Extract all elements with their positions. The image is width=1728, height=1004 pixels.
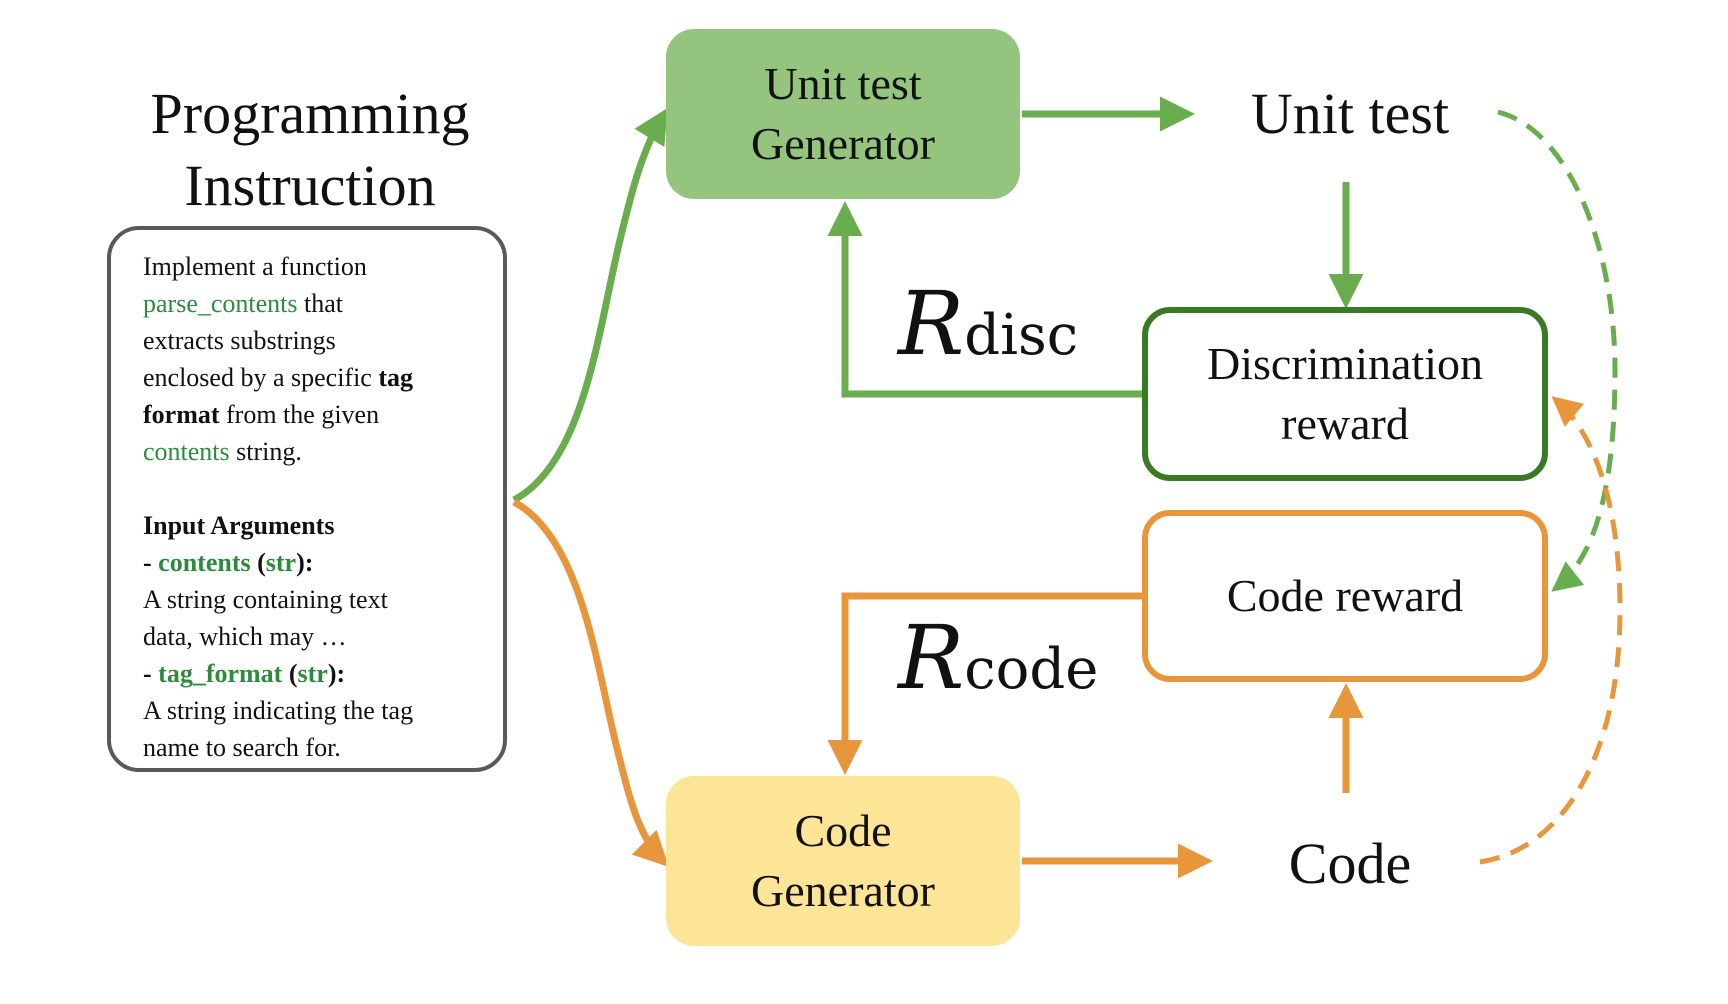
r-code-label: Rcode: [898, 606, 1098, 709]
argument-paren: (: [250, 548, 266, 577]
r-code-symbol: R: [898, 606, 965, 709]
unit-test-label: Unit test: [1250, 81, 1450, 146]
code-generator-line2: Generator: [751, 865, 935, 916]
arrow-instruction-to-unit-test-generator: [512, 108, 668, 504]
arrow-r-code-feedback: [827, 592, 1142, 775]
variable-name: contents: [143, 437, 230, 466]
argument-dash: -: [143, 548, 159, 577]
instruction-title: Programming Instruction: [110, 78, 510, 222]
argument-type: str: [265, 548, 297, 577]
instruction-line: contents string.: [143, 433, 483, 470]
argument-type: str: [297, 659, 328, 688]
dashed-arrow-unit-test-to-code-reward: [1497, 109, 1618, 592]
argument-paren: ):: [327, 659, 346, 688]
instruction-text: that: [297, 289, 344, 318]
argument-description: A string indicating the tag: [143, 696, 414, 725]
code-reward-box: Code reward: [1142, 510, 1548, 682]
argument-description: data, which may …: [143, 622, 347, 651]
argument-name: tag_format: [158, 659, 283, 688]
arrow-r-disc-feedback: [827, 201, 1142, 398]
argument-description: A string containing text: [143, 585, 388, 614]
instruction-bold-text: tag: [378, 363, 414, 392]
code-label: Code: [1288, 831, 1412, 896]
arrow-instruction-to-code-generator: [512, 498, 669, 867]
dashed-arrow-code-to-discrimination-reward: [1479, 396, 1623, 865]
instruction-bold-text: format: [143, 400, 220, 429]
argument-name: contents: [158, 548, 251, 577]
code-reward-line1: Code reward: [1226, 570, 1464, 621]
discrimination-reward-line2: reward: [1281, 398, 1409, 449]
unit-test-generator-line1: Unit test: [764, 58, 922, 109]
instruction-box: Implement a function parse_contents that…: [107, 226, 507, 772]
instruction-line: enclosed by a specific tag: [143, 359, 483, 396]
instruction-text: from the given: [219, 400, 380, 429]
instruction-title-line2: Instruction: [184, 153, 436, 218]
instruction-line: parse_contents that: [143, 285, 483, 322]
code-generator-box: Code Generator: [666, 776, 1020, 946]
instruction-line: extracts substrings: [143, 322, 483, 359]
instruction-text: enclosed by a specific: [143, 363, 379, 392]
r-disc-label: Rdisc: [898, 272, 1078, 375]
r-code-subscript: code: [964, 637, 1099, 702]
r-disc-symbol: R: [898, 272, 965, 375]
argument-paren: (: [282, 659, 298, 688]
instruction-title-line1: Programming: [150, 81, 470, 146]
argument-contents: - contents (str):: [143, 544, 483, 581]
function-name: parse_contents: [143, 289, 298, 318]
input-arguments-heading: Input Arguments: [143, 511, 335, 540]
instruction-line: format from the given: [143, 396, 483, 433]
argument-description: name to search for.: [143, 733, 341, 762]
argument-paren: ):: [296, 548, 314, 577]
code-generator-line1: Code: [794, 805, 892, 856]
blank-line: [143, 470, 483, 507]
argument-tag-format: - tag_format (str):: [143, 655, 483, 692]
unit-test-generator-box: Unit test Generator: [666, 29, 1020, 199]
instruction-text: Implement a function: [143, 252, 367, 281]
discrimination-reward-line1: Discrimination: [1207, 338, 1483, 389]
r-disc-subscript: disc: [964, 303, 1079, 368]
instruction-text: extracts substrings: [143, 326, 336, 355]
argument-dash: -: [143, 659, 159, 688]
unit-test-generator-line2: Generator: [751, 118, 935, 169]
discrimination-reward-box: Discrimination reward: [1142, 307, 1548, 481]
instruction-text: string.: [229, 437, 302, 466]
instruction-line: Implement a function: [143, 248, 483, 285]
